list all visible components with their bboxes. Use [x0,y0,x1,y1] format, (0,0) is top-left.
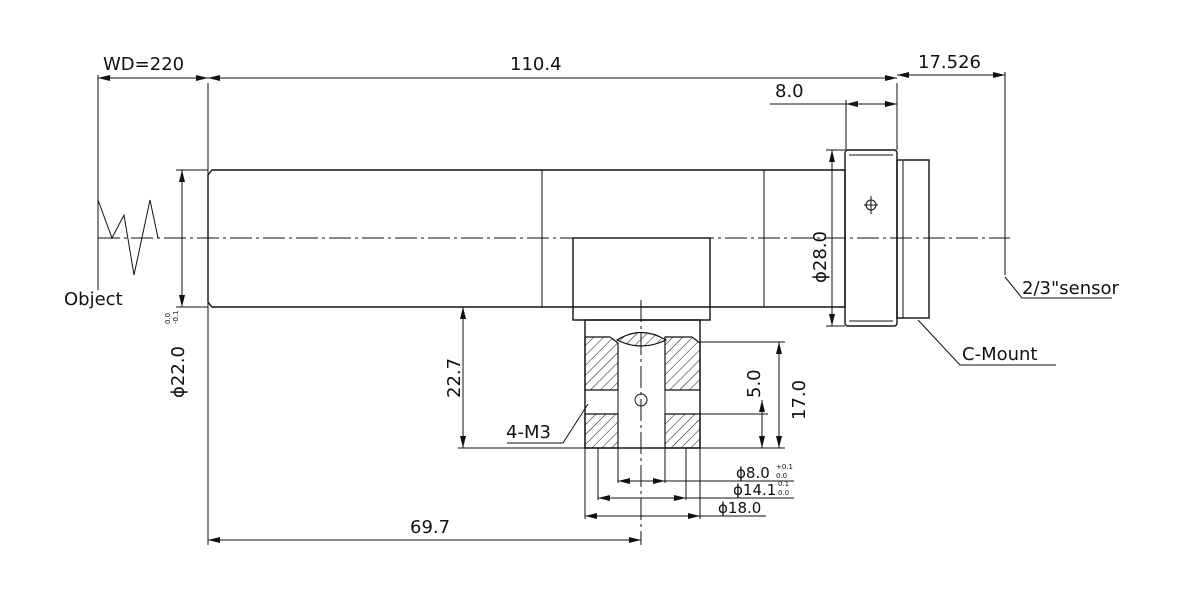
mount-height-label: 22.7 [444,358,465,398]
aperture-symbol [864,196,878,214]
thread-label: 4-M3 [506,422,551,443]
overall-length-label: 110.4 [510,54,562,75]
dimension-mount-diameter: ϕ28.0 [810,149,845,327]
wd-label: WD=220 [103,54,184,75]
dimension-mount-position: 69.7 [208,517,641,543]
dimension-flange-back: 17.526 [897,52,1005,78]
dimension-mount-height: 22.7 [444,307,585,449]
object-label: Object [64,289,123,310]
bore-2-tol-upper: 0.1 [778,480,789,488]
mount-position-label: 69.7 [410,517,450,538]
sensor-callout: 2/3"sensor [1004,276,1119,299]
dimension-bore-3: ϕ18.0 [584,448,766,519]
mount-diameter-label: ϕ28.0 [810,231,831,283]
body-diameter-label: ϕ22.0 [168,346,189,398]
hole-offset-label: 5.0 [744,369,765,398]
dimension-working-distance: WD=220 [98,54,208,81]
dimension-overall-length: 110.4 [208,54,897,81]
bore-3-label: ϕ18.0 [718,499,761,517]
c-mount-label: C-Mount [962,344,1037,365]
body-diameter-tol-upper: 0.0 [164,313,172,324]
mount-length-label: 8.0 [775,81,804,102]
bore-1-tol-upper: +0.1 [776,463,793,471]
bore-1-tol-lower: 0.0 [776,472,787,480]
object-break-symbol [97,75,159,290]
dimension-body-diameter: ϕ22.0 0.0 -0.1 [164,169,208,398]
flange-back-label: 17.526 [918,52,981,73]
c-mount-flange [844,83,930,327]
dimension-bore-2: ϕ14.1 0.1 0.0 [597,448,794,501]
bore-2-tol-lower: 0.0 [778,489,789,497]
dimension-mount-length: 8.0 [770,81,897,107]
mount-section [584,300,701,545]
dimension-bore-1: ϕ8.0 +0.1 0.0 [617,420,794,484]
bore-2-label: ϕ14.1 [733,481,776,499]
dimension-block-height: 17.0 [700,341,810,449]
body-diameter-tol-lower: -0.1 [172,310,180,324]
thread-callout: 4-M3 [506,403,589,444]
bore-1-label: ϕ8.0 [736,464,770,482]
dimension-hole-offset: 5.0 [700,369,768,448]
c-mount-callout: C-Mount [917,319,1056,366]
block-height-label: 17.0 [789,380,810,420]
sensor-label: 2/3"sensor [1022,278,1119,299]
